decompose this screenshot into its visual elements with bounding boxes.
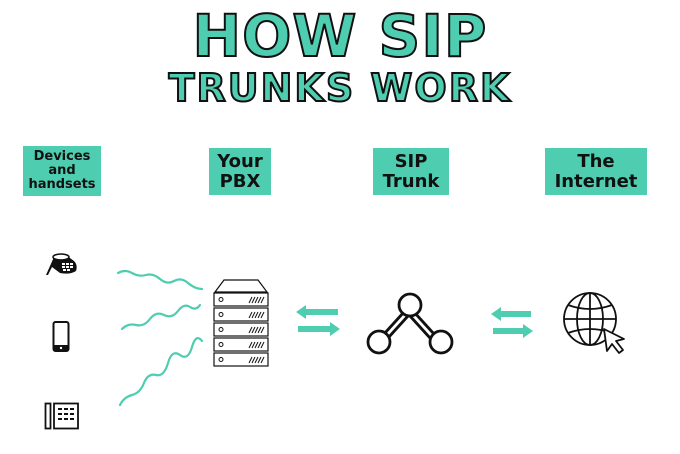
label-internet-text: The Internet bbox=[554, 150, 638, 192]
wavy-connection-lines bbox=[116, 269, 204, 407]
bidirectional-arrows-icon bbox=[296, 305, 340, 336]
label-pbx: Your PBX bbox=[209, 148, 271, 195]
label-devices: Devices and handsets bbox=[23, 146, 101, 196]
label-pbx-text: Your PBX bbox=[217, 150, 263, 192]
globe-cursor-icon bbox=[563, 292, 625, 354]
smartphone-icon bbox=[52, 321, 70, 352]
label-sip-trunk-text: SIP Trunk bbox=[382, 150, 440, 192]
label-internet: The Internet bbox=[545, 148, 647, 195]
desk-phone-icon bbox=[44, 402, 79, 430]
conference-phone-icon bbox=[46, 253, 77, 275]
label-devices-text: Devices and handsets bbox=[28, 149, 96, 192]
label-sip-trunk: SIP Trunk bbox=[373, 148, 449, 195]
server-rack-icon bbox=[213, 279, 269, 367]
title-line-1: HOW SIP bbox=[192, 2, 488, 70]
bidirectional-arrows-icon-2 bbox=[491, 307, 533, 338]
node-network-icon bbox=[366, 292, 454, 355]
title-line-2: TRUNKS WORK bbox=[168, 65, 512, 111]
